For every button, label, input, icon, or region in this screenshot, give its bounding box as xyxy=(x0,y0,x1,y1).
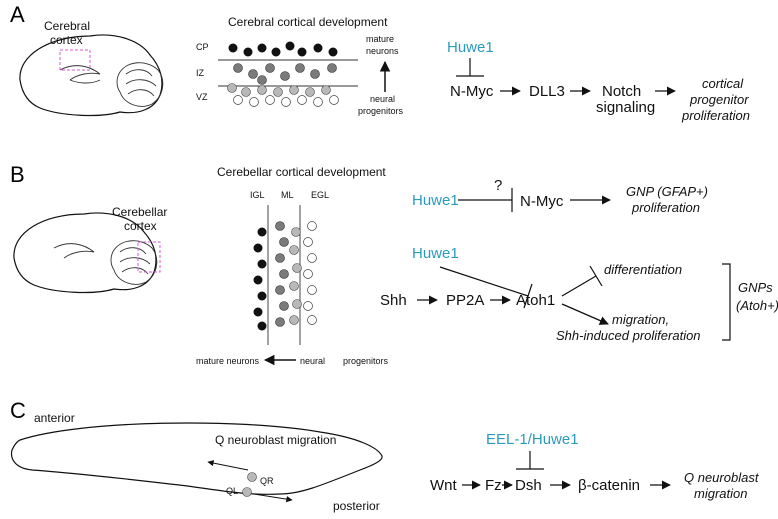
layer-iz: IZ xyxy=(196,68,205,78)
out-a-1: cortical xyxy=(702,76,744,91)
mature-neurons-2: neurons xyxy=(366,46,399,56)
nmyc-a: N-Myc xyxy=(450,83,494,100)
notch-a-1: Notch xyxy=(602,83,641,100)
cerebellar-label-2: cortex xyxy=(124,219,157,233)
brain-a-sketch xyxy=(19,34,164,117)
inhibit-bar-b3 xyxy=(589,265,603,287)
out-a-3: proliferation xyxy=(681,108,750,123)
question-mark: ? xyxy=(494,177,502,194)
worm-body xyxy=(10,422,383,495)
cerebellar-label-1: Cerebellar xyxy=(112,205,167,219)
arrow-b-4 xyxy=(561,303,609,325)
cerebral-label-2: cortex xyxy=(50,33,83,47)
mature-neurons-b: mature neurons xyxy=(196,356,260,366)
mature-neurons-1: mature xyxy=(366,34,394,44)
atoh1-b: Atoh1 xyxy=(516,292,555,309)
neural-progenitors-b-1: neural xyxy=(300,356,325,366)
notch-a-2: signaling xyxy=(596,99,655,116)
panel-a-letter: A xyxy=(10,2,25,27)
posterior-label: posterior xyxy=(333,499,380,513)
out-c-2: migration xyxy=(694,486,747,501)
gnps-bracket xyxy=(722,263,731,341)
layer-ml: ML xyxy=(281,190,294,200)
cerebellar-dev-title: Cerebellar cortical development xyxy=(217,165,386,179)
dll3-a: DLL3 xyxy=(529,83,565,100)
c-title: Q neuroblast migration xyxy=(215,433,336,447)
eel1-huwe1: EEL-1/Huwe1 xyxy=(486,431,579,448)
neural-progenitors-b-2: progenitors xyxy=(343,356,389,366)
layer-vz: VZ xyxy=(196,92,208,102)
qr-cell xyxy=(247,472,257,482)
inhibit-stem-b3 xyxy=(561,275,597,297)
migration-b-1: migration, xyxy=(612,312,669,327)
cerebellar-cells xyxy=(253,221,317,331)
huwe1-b-mid: Huwe1 xyxy=(412,245,459,262)
neural-progenitors-2: progenitors xyxy=(358,106,404,116)
panel-a: A Cerebral cortex Cerebral cortical deve… xyxy=(10,2,750,123)
cerebral-cells xyxy=(227,41,339,107)
differentiation-b: differentiation xyxy=(604,262,682,277)
wnt-c: Wnt xyxy=(430,477,458,494)
bcatenin-c: β-catenin xyxy=(578,477,640,494)
out-c-1: Q neuroblast xyxy=(684,470,760,485)
gnp-b-2: proliferation xyxy=(631,200,700,215)
fz-c: Fz xyxy=(485,477,502,494)
inhibit-bar-b2 xyxy=(523,283,533,309)
panel-b: B Cerebellar cortex Cerebellar cortical … xyxy=(10,162,778,366)
huwe1-a: Huwe1 xyxy=(447,39,494,56)
gnps-2: (Atoh+) xyxy=(736,298,778,313)
huwe1-b-top: Huwe1 xyxy=(412,192,459,209)
gnp-b-1: GNP (GFAP+) xyxy=(626,184,708,199)
inhibit-stem-b2 xyxy=(439,266,529,297)
cerebral-dev-title: Cerebral cortical development xyxy=(228,15,388,29)
layer-cp: CP xyxy=(196,42,209,52)
panel-c-letter: C xyxy=(10,398,26,423)
qr-label: QR xyxy=(260,476,274,486)
out-a-2: progenitor xyxy=(689,92,749,107)
ql-cell xyxy=(242,487,252,497)
panel-c: C anterior posterior Q neuroblast migrat… xyxy=(10,398,760,513)
layer-igl: IGL xyxy=(250,190,265,200)
shh-b: Shh xyxy=(380,292,407,309)
nmyc-b: N-Myc xyxy=(520,193,564,210)
brain-b-sketch xyxy=(13,212,161,294)
qr-arrow xyxy=(207,460,249,471)
ql-label: QL xyxy=(226,486,238,496)
ql-arrow xyxy=(253,493,293,503)
anterior-label: anterior xyxy=(34,411,75,425)
neural-progenitors-1: neural xyxy=(370,94,395,104)
layer-egl: EGL xyxy=(311,190,329,200)
cerebral-label-1: Cerebral xyxy=(44,19,90,33)
gnps-1: GNPs xyxy=(738,280,773,295)
migration-b-2: Shh-induced proliferation xyxy=(556,328,701,343)
pp2a-b: PP2A xyxy=(446,292,484,309)
dsh-c: Dsh xyxy=(515,477,542,494)
panel-b-letter: B xyxy=(10,162,25,187)
